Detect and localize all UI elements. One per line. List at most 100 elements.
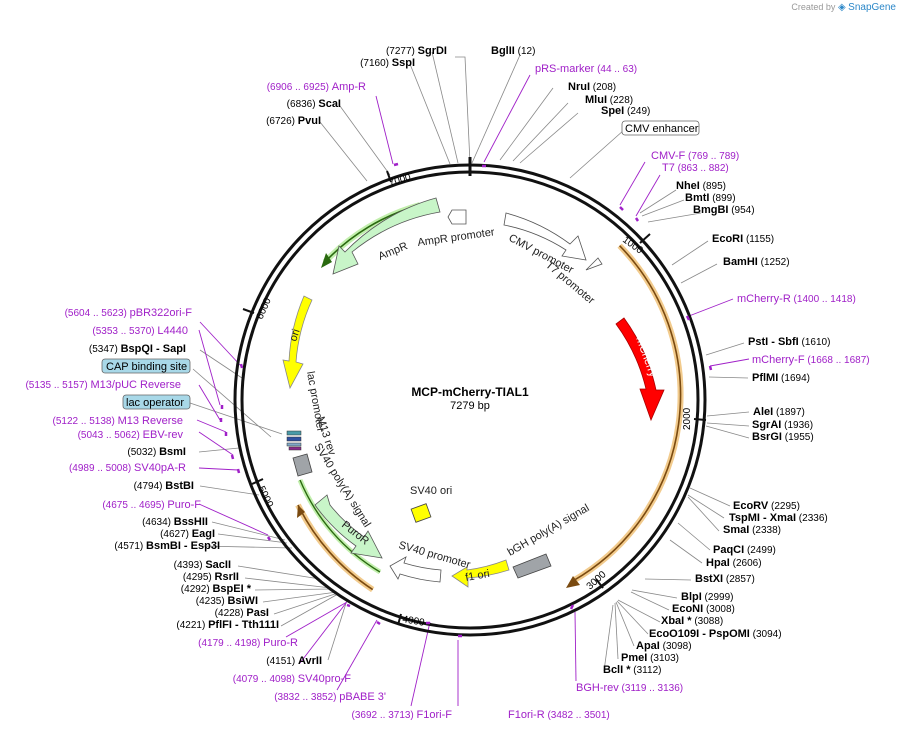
ampr-promoter-feature <box>447 209 467 225</box>
enzyme-nrui: NruI (208) <box>568 81 616 93</box>
primer-cmv-f: CMV-F (769 .. 789) <box>651 150 739 162</box>
puror-feature <box>314 494 383 559</box>
enzyme-pflmi: PflMI (1694) <box>752 372 810 384</box>
orf-arc-puror <box>299 479 381 573</box>
enzyme-sacii: (4393) SacII <box>174 559 231 571</box>
primer-l4440: (5353 .. 5370) L4440 <box>92 325 188 337</box>
enzyme-bmgbi: BmgBI (954) <box>693 204 755 216</box>
primer-mcherry-f: mCherry-F (1668 .. 1687) <box>752 354 870 366</box>
f1-ori-label: f1 ori <box>464 568 490 584</box>
bgh-polya-label: bGH poly(A) signal <box>506 502 592 559</box>
sv40-promoter-feature <box>389 556 442 583</box>
sv40-polya-feature <box>292 453 313 477</box>
sv40-ori-label: SV40 ori <box>410 485 452 497</box>
primer-puro-f: (4675 .. 4695) Puro-F <box>102 499 201 511</box>
enzyme-bsmbi-esp3i: (4571) BsmBI - Esp3I <box>114 540 220 552</box>
enzyme-ecorv: EcoRV (2295) <box>733 500 800 512</box>
enzyme-labels-left: (7277) SgrDI(7160) SspI (6836) ScaI (6726)… <box>89 45 447 667</box>
enzyme-smai: SmaI (2338) <box>723 524 781 536</box>
cmv-promoter-feature <box>503 212 587 261</box>
enzyme-bsmi: (5032) BsmI <box>127 446 186 458</box>
cmv-enhancer-label: CMV enhancer <box>625 123 699 135</box>
enzyme-labels-right: BglII (12) NruI (208)MluI (228)SpeI (249)… <box>491 45 830 676</box>
primer-bgh-rev: BGH-rev (3119 .. 3136) <box>576 682 683 694</box>
enzyme-bsrgi: BsrGI (1955) <box>752 431 814 443</box>
enzyme-spei: SpeI (249) <box>601 105 650 117</box>
primer-m13-puc-reverse: (5135 .. 5157) M13/pUC Reverse <box>25 379 181 391</box>
enzyme-bspqi-sapi: (5347) BspQI - SapI <box>89 343 186 355</box>
enzyme-alei: AleI (1897) <box>753 406 805 418</box>
snapgene-name: SnapGene <box>848 2 896 13</box>
tick-marks <box>242 170 707 626</box>
tick-7000: 7000 <box>388 172 413 189</box>
sv40-ori-feature <box>410 503 432 523</box>
f1-ori-feature <box>451 559 510 588</box>
enzyme-nhei: NheI (895) <box>676 180 726 192</box>
cmv-enhancer-box <box>621 120 700 136</box>
ampr-promoter-label: AmpR promoter <box>417 226 496 249</box>
enzyme-psti-sbfi: PstI - SbfI (1610) <box>748 336 830 348</box>
enzyme-bglii: BglII (12) <box>491 45 535 57</box>
enzyme-sspi: (7160) SspI <box>360 57 415 69</box>
primer-f1ori-f: (3692 .. 3713) F1ori-F <box>352 709 453 721</box>
enzyme-eagi: (4627) EagI <box>160 528 215 540</box>
snapgene-brand: Created by ◈ SnapGene <box>791 2 896 13</box>
primer-f1ori-r: F1ori-R (3482 .. 3501) <box>508 709 610 721</box>
tick-2000: 2000 <box>682 407 693 430</box>
enzyme-ecori: EcoRI (1155) <box>712 233 774 245</box>
enzyme-mlui: MluI (228) <box>585 94 633 106</box>
enzyme-paqci: PaqCI (2499) <box>713 544 776 556</box>
lac-operator-box <box>286 436 302 442</box>
enzyme-apai: ApaI (3098) <box>636 640 692 652</box>
orf-arc-ampr-head <box>321 253 332 268</box>
enzyme-bsshii: (4634) BssHII <box>142 516 208 528</box>
primer-mcherry-r: mCherry-R (1400 .. 1418) <box>737 293 856 305</box>
primer-sv40pro-f: (4079 .. 4098) SV40pro-F <box>233 673 352 685</box>
orf-arc-puro-head <box>297 505 305 518</box>
enzyme-xbai: XbaI * (3088) <box>661 615 723 627</box>
ori-label: ori <box>287 328 302 343</box>
cap-site-label-box <box>101 358 191 374</box>
enzyme-econi: EcoNI (3008) <box>672 603 735 615</box>
enzyme-hpai: HpaI (2606) <box>706 557 762 569</box>
label-leader-lines <box>189 51 750 672</box>
primer-leader-lines <box>196 74 750 707</box>
enzyme-pvui: (6726) PvuI <box>266 115 321 127</box>
enzyme-bcli: BclI * (3112) <box>603 664 661 676</box>
enzyme-bsiwi: (4235) BsiWI <box>196 595 258 607</box>
primer-ebv-rev: (5043 .. 5062) EBV-rev <box>78 429 184 441</box>
enzyme-blpi: BlpI (2999) <box>681 591 733 603</box>
lac-operator-label: lac operator <box>126 397 184 409</box>
plasmid-name: MCP-mCherry-TIAL1 <box>411 385 529 399</box>
orf-arc-mcherry <box>572 245 682 582</box>
enzyme-scai: (6836) ScaI <box>287 98 341 110</box>
primer-m13-reverse: (5122 .. 5138) M13 Reverse <box>53 415 183 427</box>
orf-arc-mcherry-head <box>566 576 580 588</box>
enzyme-sgrai: SgrAI (1936) <box>752 419 813 431</box>
mcherry-feature <box>615 317 665 422</box>
bgh-polya-feature <box>512 553 552 579</box>
ampr-feature <box>332 197 441 275</box>
enzyme-sgrdi: (7277) SgrDI <box>386 45 447 57</box>
cap-site-box <box>286 430 302 436</box>
enzyme-tspmi-xmai: TspMI - XmaI (2336) <box>729 512 828 524</box>
t7-promoter-feature <box>585 257 603 271</box>
enzyme-bmti: BmtI (899) <box>685 192 736 204</box>
enzyme-pasi: (4228) PasI <box>215 607 269 619</box>
lac-operator-label-box <box>122 394 191 410</box>
enzyme-avrii: (4151) AvrII <box>266 655 322 667</box>
ampr-label: AmpR <box>377 240 410 263</box>
primer-pbabe-3: (3832 .. 3852) pBABE 3' <box>274 691 386 703</box>
enzyme-bspei: (4292) BspEI * <box>181 583 252 595</box>
enzyme-ecoo109i-pspomi: EcoO109I - PspOMI (3094) <box>649 628 782 640</box>
primer-sv40pa-r: (4989 .. 5008) SV40pA-R <box>69 462 186 474</box>
enzyme-bstxi: BstXI (2857) <box>695 573 755 585</box>
lac-promoter-box <box>286 442 302 447</box>
primer-t7: T7 (863 .. 882) <box>662 162 729 174</box>
enzyme-pflfi-tth111i: (4221) PflFI - Tth111I <box>176 619 279 631</box>
enzyme-bstbi: (4794) BstBI <box>134 480 194 492</box>
plasmid-size: 7279 bp <box>450 400 490 412</box>
enzyme-bamhi: BamHI (1252) <box>723 256 790 268</box>
primer-amp-r: (6906 .. 6925) Amp-R <box>267 81 366 93</box>
